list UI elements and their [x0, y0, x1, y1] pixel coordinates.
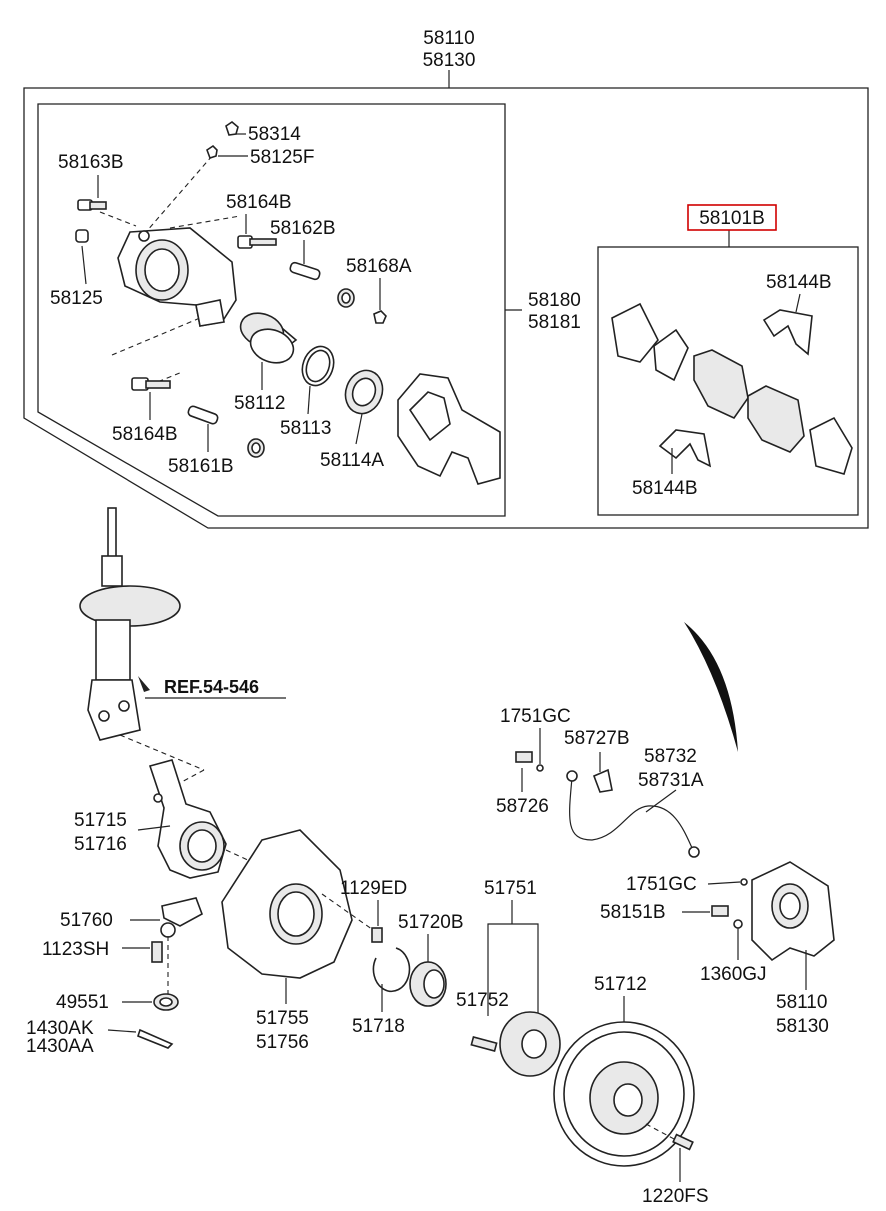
pad-clip-bottom-icon	[658, 429, 712, 468]
caliper-parts	[75, 121, 501, 485]
label-58130-bottom: 58130	[776, 1016, 829, 1037]
label-51756: 51756	[256, 1032, 309, 1053]
label-51720B: 51720B	[398, 912, 464, 933]
label-58180: 58180	[528, 290, 581, 311]
label-58144B-bottom: 58144B	[632, 478, 698, 499]
label-58727B: 58727B	[564, 728, 630, 749]
label-51752: 51752	[456, 990, 509, 1011]
snap-ring-icon	[372, 947, 411, 993]
guide-pin-58162B-icon	[289, 261, 321, 281]
nut-49551-icon	[153, 993, 179, 1011]
pad-clip-top-icon	[762, 309, 813, 356]
guide-bolt-lower-icon	[131, 377, 171, 391]
label-51751: 51751	[484, 878, 537, 899]
hub-bolt-51752-icon	[470, 1036, 498, 1052]
brake-hose-icon	[566, 770, 700, 858]
label-58726: 58726	[496, 796, 549, 817]
label-51718: 51718	[352, 1016, 405, 1037]
label-1751GC-top: 1751GC	[500, 706, 571, 727]
bleeder-screw-icon	[206, 144, 218, 160]
bolt-1123SH-icon	[151, 941, 163, 963]
ref-arrow-icon	[138, 676, 150, 692]
washer-top-icon	[536, 764, 544, 772]
label-58144B-top: 58144B	[766, 272, 832, 293]
steering-knuckle-icon	[148, 759, 227, 879]
caliper-assembly-frame	[23, 70, 869, 529]
label-58112: 58112	[234, 393, 285, 414]
label-1123SH: 1123SH	[42, 939, 109, 960]
label-58164B-bottom: 58164B	[112, 424, 178, 445]
caliper-assembly-icon	[751, 861, 835, 962]
label-58162B: 58162B	[270, 218, 336, 239]
label-58161B: 58161B	[168, 456, 234, 477]
label-51712: 51712	[594, 974, 647, 995]
label-51716: 51716	[74, 834, 127, 855]
label-1129ED: 1129ED	[340, 878, 407, 899]
wheel-hub-icon	[499, 1011, 561, 1077]
shim-outer-icon	[611, 302, 659, 363]
ball-joint-icon	[160, 897, 203, 938]
label-58732: 58732	[644, 746, 697, 767]
guide-pin-58161B-icon	[187, 405, 219, 425]
washer-mid-icon	[740, 878, 748, 886]
label-58125F: 58125F	[250, 147, 314, 168]
hose-clip-icon	[592, 768, 613, 793]
caliper-carrier-icon	[397, 373, 501, 485]
label-ref-54-546: REF.54-546	[164, 677, 259, 697]
pad-kit-parts	[611, 302, 853, 475]
hose-bolt-58726-icon	[515, 751, 533, 763]
label-1751GC-mid: 1751GC	[626, 874, 697, 895]
label-49551: 49551	[56, 992, 109, 1013]
label-58731A: 58731A	[638, 770, 704, 791]
washer-1360GJ-icon	[733, 919, 743, 929]
label-51755: 51755	[256, 1008, 309, 1029]
label-58110-bottom: 58110	[776, 992, 827, 1013]
brake-pad-outer-icon	[693, 349, 749, 420]
wheel-outline-icon	[684, 622, 738, 752]
wheel-bearing-icon	[409, 961, 447, 1007]
pad-shim-small-icon	[809, 416, 853, 475]
strut-assembly-icon	[79, 507, 181, 741]
bleeder-cap-icon	[225, 121, 239, 136]
label-51760: 51760	[60, 910, 113, 931]
brake-pad-inner-icon	[747, 385, 805, 453]
label-58168A: 58168A	[346, 256, 412, 277]
label-58113: 58113	[280, 418, 331, 439]
label-58110-top: 58110	[423, 28, 474, 49]
label-1220FS: 1220FS	[642, 1186, 709, 1207]
label-1430AK: 1430AK	[26, 1018, 94, 1039]
boot-58168A-icon	[337, 288, 355, 308]
label-58125: 58125	[50, 288, 103, 309]
caliper-housing-icon	[117, 227, 237, 327]
label-1430AA: 1430AA	[26, 1036, 94, 1057]
label-58181: 58181	[528, 312, 581, 333]
pin-58125-icon	[75, 229, 89, 243]
label-58314: 58314	[248, 124, 301, 145]
bolt-58151B-icon	[711, 905, 729, 917]
label-51715: 51715	[74, 810, 127, 831]
bolt-1129ED-icon	[371, 927, 383, 943]
shim-inner-icon	[653, 328, 689, 382]
label-58151B: 58151B	[600, 902, 666, 923]
boot-58161B-icon	[247, 438, 265, 458]
guide-bolt-58164B-icon	[237, 235, 277, 249]
label-58130-top: 58130	[423, 50, 476, 71]
label-58164B-top: 58164B	[226, 192, 292, 213]
piston-icon	[239, 312, 298, 364]
disc-screw-icon	[672, 1133, 694, 1151]
label-58101B: 58101B	[699, 208, 765, 229]
cap-58168A-icon	[373, 310, 387, 324]
label-1360GJ: 1360GJ	[700, 964, 767, 985]
label-58114A: 58114A	[320, 450, 384, 471]
label-58163B: 58163B	[58, 152, 124, 173]
brake-disc-icon	[553, 1021, 695, 1167]
cotter-pin-icon	[137, 1028, 174, 1049]
dust-cover-icon	[221, 829, 353, 979]
part-labels: 58110 58130 58314 58125F 58163B 58164B 5…	[26, 28, 832, 1207]
guide-bolt-upper-icon	[77, 199, 107, 211]
